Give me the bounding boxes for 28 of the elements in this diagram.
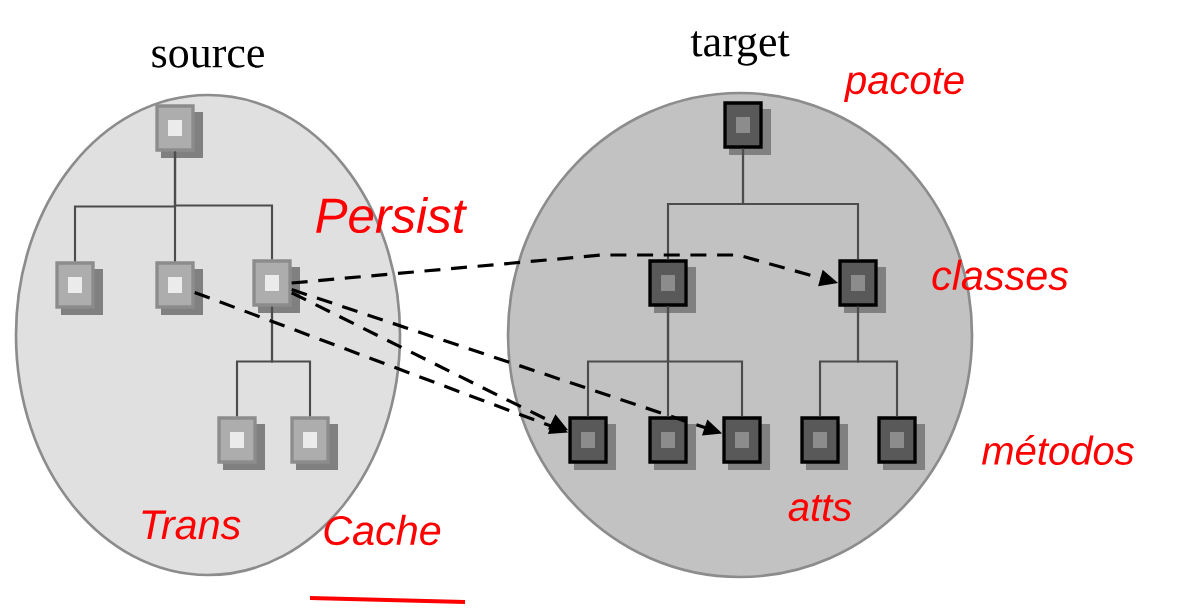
handwritten-note: pacote [843, 67, 964, 103]
handwritten-note: Trans [142, 510, 241, 540]
square-node [648, 416, 696, 470]
square-node [877, 416, 925, 470]
square-node [723, 101, 771, 155]
square-node [648, 259, 696, 313]
square-node [290, 416, 338, 470]
connector-line [741, 148, 860, 260]
node-label: source [152, 46, 264, 68]
node-label: target [690, 31, 790, 66]
square-node [217, 416, 265, 470]
handwritten-note: Cache [324, 514, 441, 546]
square-node [155, 104, 203, 158]
handwritten-note: métodos [981, 435, 1134, 465]
square-node [55, 261, 103, 315]
handwritten-note: Persist [316, 196, 468, 234]
square-node [800, 416, 848, 470]
square-node [722, 416, 770, 470]
connector-line [270, 306, 312, 417]
connector-line [666, 306, 744, 417]
handwritten-note: atts [788, 494, 852, 522]
square-node [568, 416, 616, 470]
connector-line [173, 151, 274, 260]
connector-line [856, 306, 899, 417]
square-node [838, 259, 886, 313]
square-node [252, 259, 300, 313]
square-node [155, 261, 203, 315]
handwritten-note: classes [932, 259, 1069, 291]
